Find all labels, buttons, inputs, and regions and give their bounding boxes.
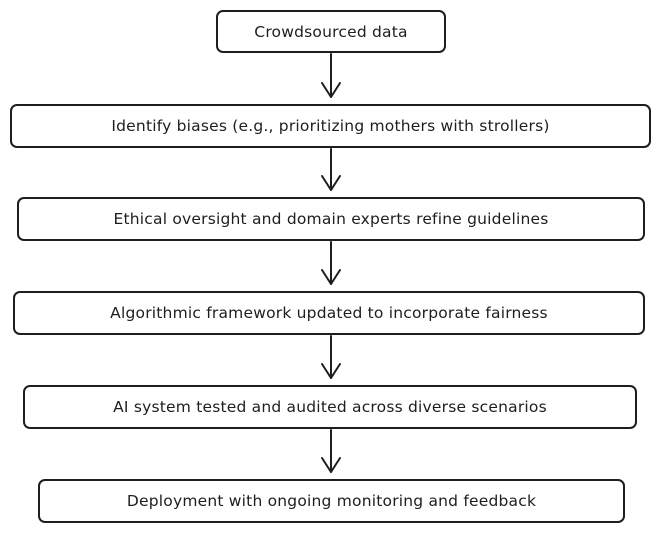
node-crowdsourced-data: Crowdsourced data [216, 10, 446, 53]
node-algorithmic-framework: Algorithmic framework updated to incorpo… [13, 291, 645, 335]
arrow-node-3-to-node-4 [321, 241, 341, 285]
node-label: Algorithmic framework updated to incorpo… [110, 304, 548, 322]
arrow-node-4-to-node-5 [321, 335, 341, 379]
node-label: Deployment with ongoing monitoring and f… [126, 492, 537, 510]
node-label: AI system tested and audited across dive… [113, 398, 547, 416]
node-label: Ethical oversight and domain experts ref… [113, 210, 549, 228]
arrow-node-5-to-node-6 [321, 429, 341, 473]
node-label: Identify biases (e.g., prioritizing moth… [111, 117, 550, 135]
arrow-node-1-to-node-2 [321, 53, 341, 98]
node-identify-biases: Identify biases (e.g., prioritizing moth… [10, 104, 651, 148]
node-deployment: Deployment with ongoing monitoring and f… [38, 479, 625, 523]
node-ai-system-tested: AI system tested and audited across dive… [23, 385, 637, 429]
node-ethical-oversight: Ethical oversight and domain experts ref… [17, 197, 645, 241]
node-label: Crowdsourced data [254, 22, 408, 41]
arrow-node-2-to-node-3 [321, 148, 341, 191]
